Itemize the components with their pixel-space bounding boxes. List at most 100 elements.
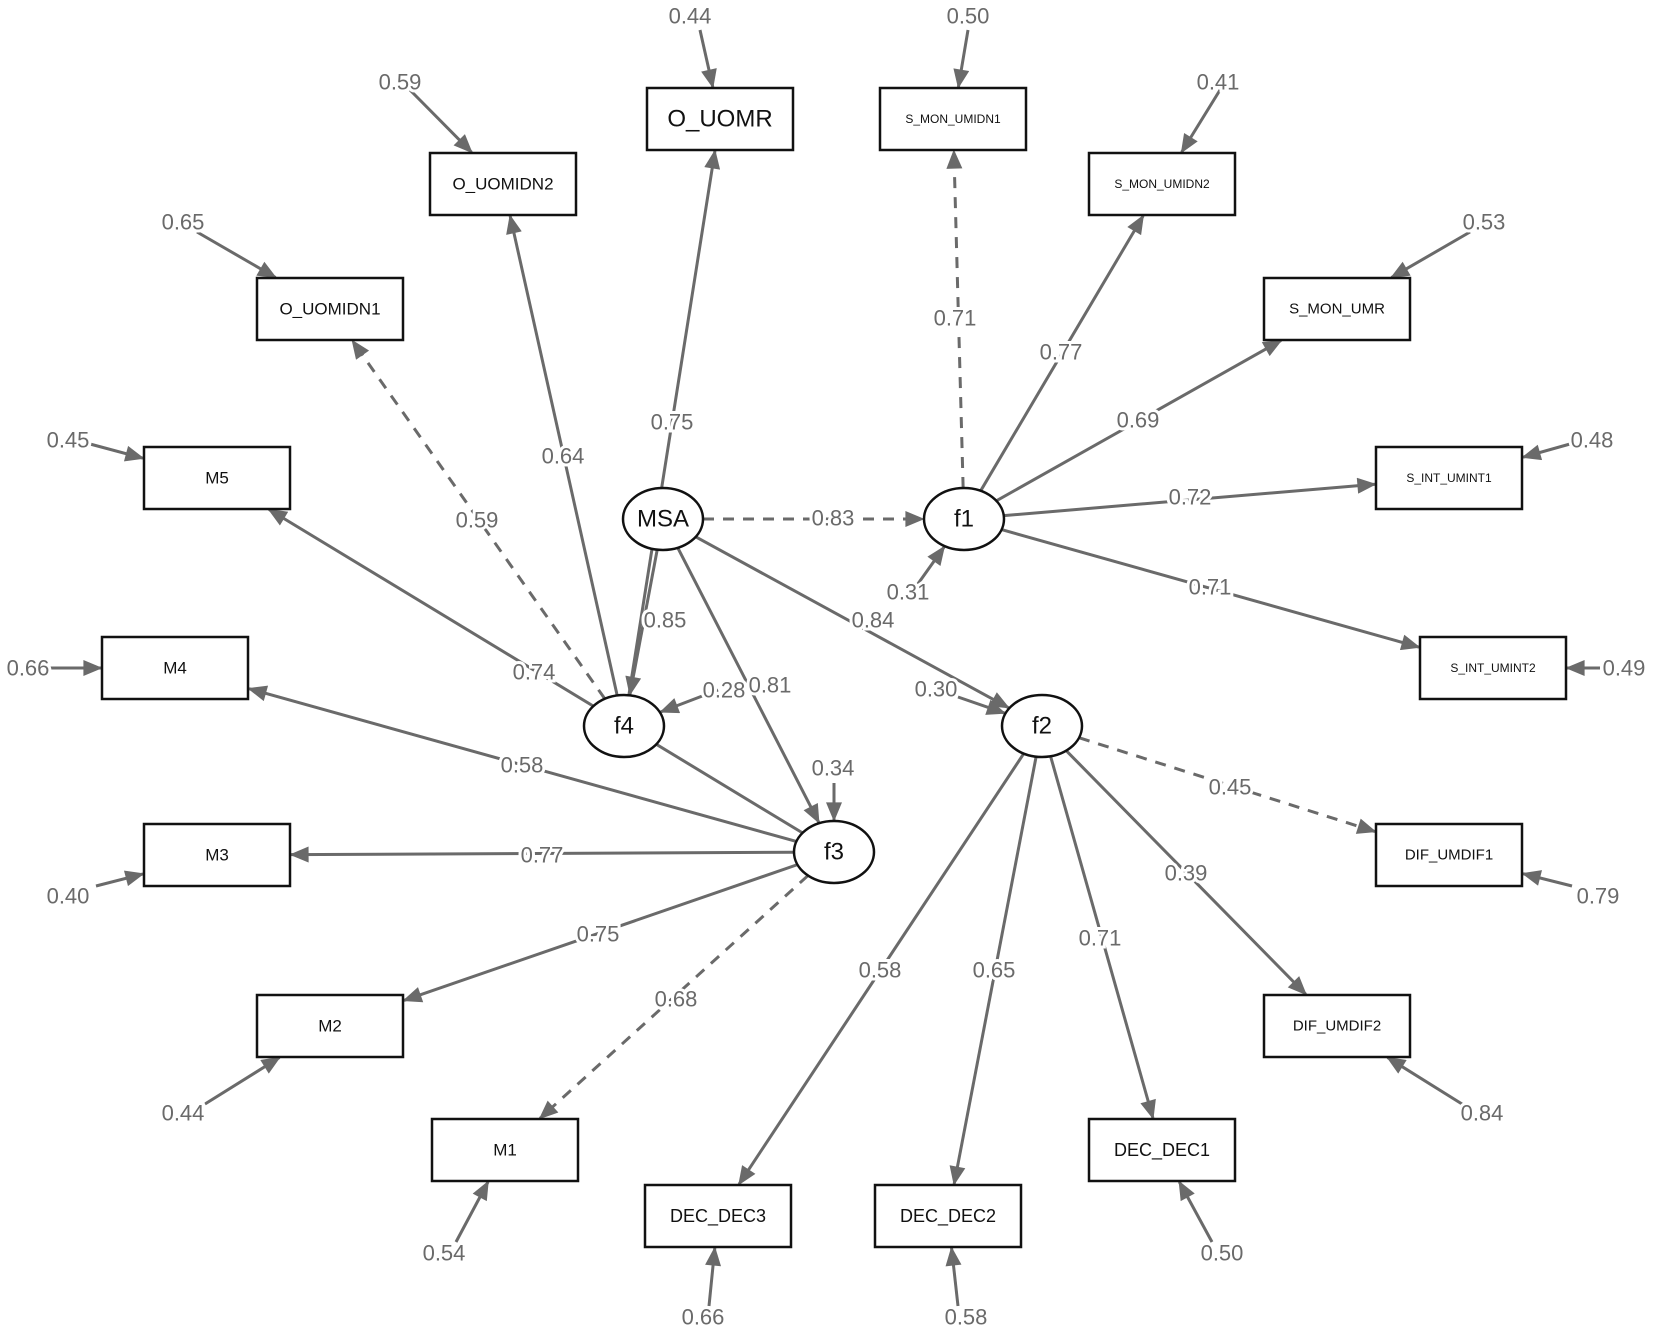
error-arrow-S_MON_UMIDN2	[1180, 89, 1222, 154]
error-value-O_UOMIDN1: 0.65	[162, 210, 205, 235]
indicator-box	[142, 822, 292, 888]
error-value-DEC_DEC2: 0.58	[945, 1305, 988, 1330]
indicator-box	[428, 151, 578, 217]
indicator-S_INT_UMINT1: S_INT_UMINT1	[1374, 445, 1524, 511]
error-arrow-M5	[89, 442, 145, 462]
latent-ellipse	[792, 819, 876, 885]
path-f4-to-O_UOMR	[627, 149, 721, 696]
indicator-box	[1262, 276, 1412, 342]
indicator-label: S_MON_UMR	[1289, 301, 1385, 318]
indicator-DEC_DEC1: DEC_DEC1	[1087, 1117, 1237, 1183]
coefficient-f4-O_UOMR: 0.75	[651, 410, 694, 435]
error-arrow-DIF_UMDIF2	[1386, 1056, 1463, 1106]
coefficient-f1-S_INT_UMINT2: 0.71	[1189, 575, 1232, 600]
indicator-O_UOMIDN1: O_UOMIDN1	[255, 276, 405, 342]
indicator-box	[643, 1183, 793, 1249]
coefficient-f3-M3: 0.77	[521, 843, 564, 868]
coefficient-f3-M4: 0.58	[501, 753, 544, 778]
indicator-label: S_MON_UMIDN2	[1114, 177, 1210, 191]
coefficient-layer: 0.830.840.810.850.710.770.690.720.710.45…	[4, 1, 1649, 1333]
disturbance-value-f1: 0.31	[887, 580, 930, 605]
error-value-S_MON_UMR: 0.53	[1463, 210, 1506, 235]
path-f3-to-M2	[402, 863, 798, 1003]
indicator-box	[878, 86, 1028, 152]
coefficient-f2-DIF_UMDIF2: 0.39	[1165, 861, 1208, 886]
indicator-box	[430, 1117, 580, 1183]
coefficient-f3-M1: 0.68	[655, 987, 698, 1012]
error-arrow-O_UOMR	[698, 29, 717, 89]
indicator-M4: M4	[100, 635, 250, 701]
path-f1-to-S_MON_UMIDN1	[946, 149, 965, 489]
indicator-label: O_UOMR	[667, 106, 772, 133]
indicator-label: S_INT_UMINT1	[1406, 471, 1492, 485]
coefficient-f3-M2: 0.75	[577, 922, 620, 947]
coefficient-f2-DIF_UMDIF1: 0.45	[1209, 775, 1252, 800]
indicator-box	[1374, 445, 1524, 511]
indicator-label: DIF_UMDIF2	[1293, 1018, 1381, 1035]
indicator-O_UOMR: O_UOMR	[645, 86, 795, 152]
path-f3-to-M1	[538, 874, 810, 1120]
error-value-M4: 0.66	[7, 656, 50, 681]
coefficient-MSA-f1: 0.83	[812, 506, 855, 531]
indicator-label: O_UOMIDN2	[452, 175, 553, 194]
indicator-M3: M3	[142, 822, 292, 888]
error-value-DEC_DEC3: 0.66	[682, 1305, 725, 1330]
indicator-box	[645, 86, 795, 152]
latent-label: f2	[1032, 713, 1052, 740]
error-value-S_MON_UMIDN1: 0.50	[947, 4, 990, 29]
indicator-DIF_UMDIF2: DIF_UMDIF2	[1262, 993, 1412, 1059]
latent-f4: f4	[582, 693, 666, 759]
indicator-S_MON_UMR: S_MON_UMR	[1262, 276, 1412, 342]
indicator-box	[1374, 822, 1524, 888]
error-arrow-DEC_DEC2	[945, 1246, 962, 1307]
indicator-box	[255, 276, 405, 342]
latent-ellipse	[1000, 693, 1084, 759]
error-arrow-S_INT_UMINT1	[1521, 442, 1571, 461]
path-f3-to-M4	[247, 685, 797, 843]
error-arrow-DIF_UMDIF1	[1521, 870, 1573, 888]
path-f2-to-DEC_DEC3	[737, 752, 1026, 1186]
error-value-S_INT_UMINT2: 0.49	[1603, 656, 1646, 681]
error-arrow-S_MON_UMR	[1390, 230, 1471, 279]
error-arrow-O_UOMIDN1	[196, 230, 277, 279]
indicator-label: M4	[163, 659, 187, 678]
disturbance-value-f3: 0.34	[812, 756, 855, 781]
indicator-S_INT_UMINT2: S_INT_UMINT2	[1418, 635, 1568, 701]
indicator-label: O_UOMIDN1	[279, 300, 380, 319]
indicator-DEC_DEC3: DEC_DEC3	[643, 1183, 793, 1249]
disturbance-value-f2: 0.30	[915, 677, 958, 702]
indicator-M5: M5	[142, 445, 292, 511]
latent-ellipse	[582, 693, 666, 759]
coefficient-f3-M5: 0.74	[513, 660, 556, 685]
indicator-box	[1418, 635, 1568, 701]
latent-label: f4	[614, 713, 634, 740]
error-value-DIF_UMDIF1: 0.79	[1577, 884, 1620, 909]
indicator-S_MON_UMIDN2: S_MON_UMIDN2	[1087, 151, 1237, 217]
coefficient-f2-DEC_DEC3: 0.58	[859, 958, 902, 983]
indicator-S_MON_UMIDN1: S_MON_UMIDN1	[878, 86, 1028, 152]
error-arrow-M2	[204, 1056, 281, 1106]
disturbance-arrow-f2	[957, 695, 1007, 715]
disturbance-arrow-f1	[908, 545, 946, 596]
latent-ellipse	[922, 486, 1006, 552]
path-f1-to-S_MON_UMIDN2	[979, 214, 1145, 492]
indicator-M1: M1	[430, 1117, 580, 1183]
coefficient-f2-DEC_DEC2: 0.65	[973, 958, 1016, 983]
error-arrow-M3	[95, 870, 145, 888]
indicator-label: M2	[318, 1017, 342, 1036]
error-value-M2: 0.44	[162, 1101, 205, 1126]
error-value-M5: 0.45	[47, 428, 90, 453]
indicator-O_UOMIDN2: O_UOMIDN2	[428, 151, 578, 217]
indicator-label: S_MON_UMIDN1	[905, 112, 1001, 126]
path-MSA-to-f4	[625, 549, 659, 696]
coefficient-f1-S_INT_UMINT1: 0.72	[1169, 485, 1212, 510]
error-value-O_UOMIDN2: 0.59	[379, 70, 422, 95]
path-layer	[50, 29, 1600, 1307]
error-value-O_UOMR: 0.44	[669, 4, 712, 29]
path-f1-to-S_INT_UMINT1	[1003, 477, 1377, 518]
error-value-DIF_UMDIF2: 0.84	[1461, 1101, 1504, 1126]
indicator-box	[255, 993, 405, 1059]
